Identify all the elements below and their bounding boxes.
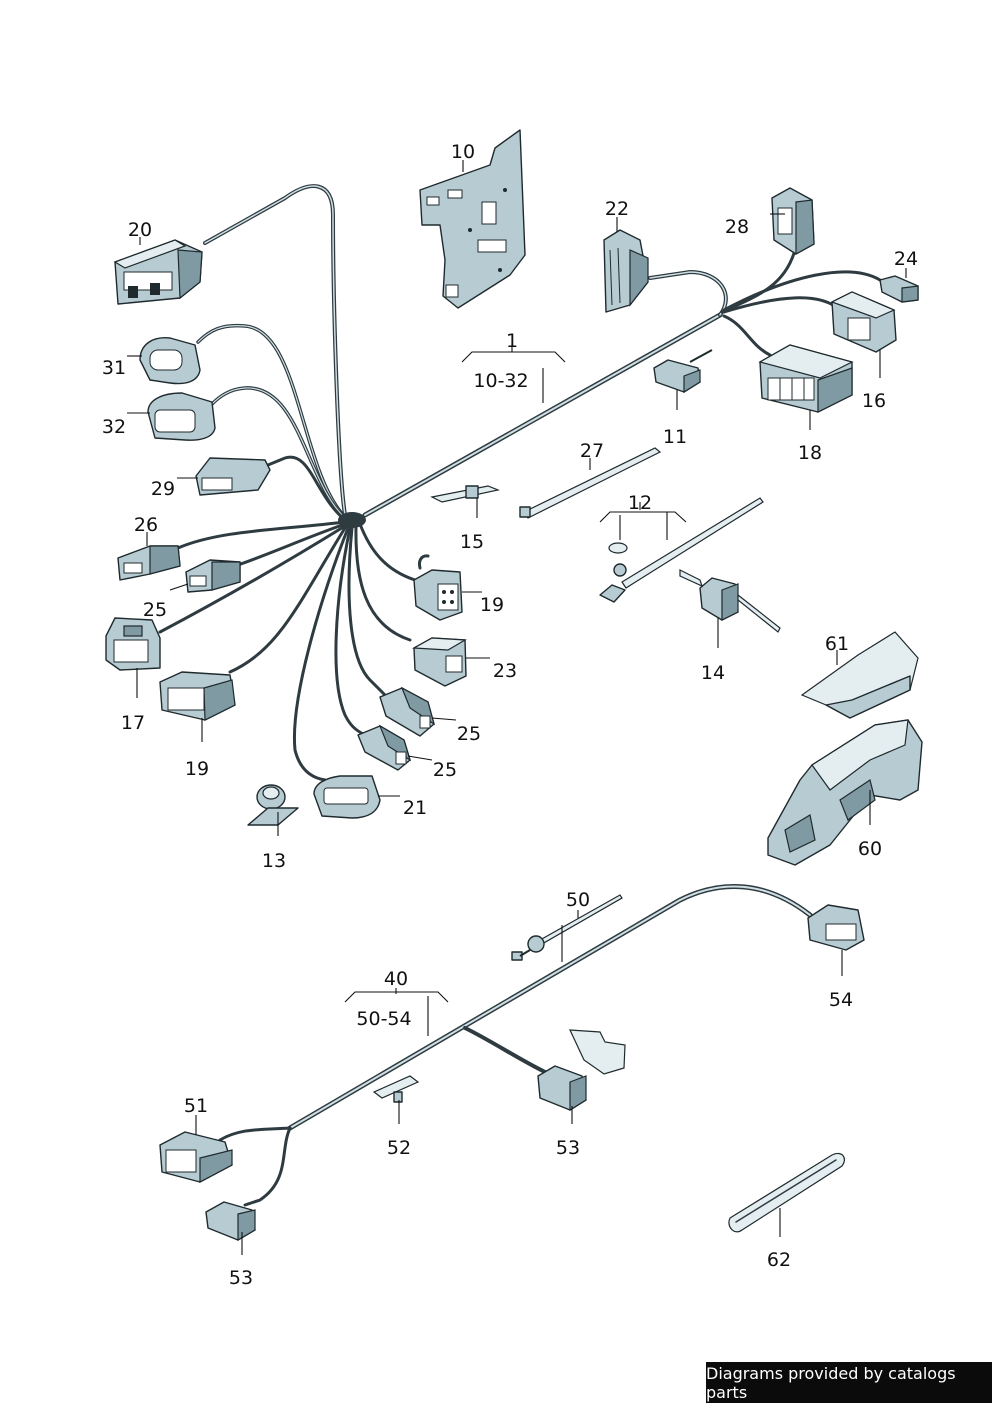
connector-31: [139, 337, 201, 385]
label-52: 52: [387, 1137, 411, 1159]
label-22: 22: [605, 198, 629, 220]
connector-26: [117, 545, 181, 581]
label-60: 60: [858, 838, 882, 860]
label-24: 24: [894, 248, 918, 270]
bracket-60: [767, 719, 923, 866]
label-51: 51: [184, 1095, 208, 1117]
label-25-mid: 25: [457, 723, 481, 745]
connector-19-left: [159, 671, 236, 721]
connector-17: [105, 617, 161, 671]
bracket-10: [419, 129, 526, 309]
label-54: 54: [829, 989, 853, 1011]
clip-52: [372, 1075, 420, 1103]
label-53-right: 53: [556, 1137, 580, 1159]
label-1-range: 10-32: [473, 370, 528, 392]
label-32: 32: [102, 416, 126, 438]
label-53-left: 53: [229, 1267, 253, 1289]
label-62: 62: [767, 1249, 791, 1271]
trim-strip-62: [728, 1152, 845, 1233]
label-12: 12: [628, 492, 652, 514]
label-61: 61: [825, 633, 849, 655]
label-28: 28: [725, 216, 749, 238]
label-11: 11: [663, 426, 687, 448]
holder-14: [679, 569, 781, 633]
connector-19-right: [413, 554, 463, 621]
label-25-left: 25: [143, 599, 167, 621]
callout-labels: 1 10-32 10 11 12 13 14 15 16 17 18 19 19…: [102, 141, 918, 1289]
connector-32: [147, 392, 216, 441]
label-19-right: 19: [480, 594, 504, 616]
label-17: 17: [121, 712, 145, 734]
clip-15: [430, 485, 501, 503]
connector-53-left: [205, 1201, 256, 1242]
connector-54: [807, 904, 865, 951]
label-26: 26: [134, 514, 158, 536]
label-27: 27: [580, 440, 604, 462]
cable-tie-12: [599, 497, 764, 603]
label-15: 15: [460, 531, 484, 553]
footer-credit: Diagrams provided by catalogs parts: [706, 1362, 992, 1403]
leader-lines: [127, 160, 907, 1255]
label-25-lower: 25: [433, 759, 457, 781]
label-40: 40: [384, 968, 408, 990]
cable-tie-50: [511, 894, 623, 961]
connector-53-right: [537, 1065, 587, 1112]
label-23: 23: [493, 660, 517, 682]
label-40-range: 50-54: [356, 1008, 411, 1030]
connector-22: [603, 229, 649, 313]
label-14: 14: [701, 662, 725, 684]
connector-28: [771, 187, 815, 256]
label-21: 21: [403, 797, 427, 819]
cable-tie-27: [519, 447, 662, 519]
harness-40-wires: [218, 884, 813, 1207]
connector-11: [653, 349, 713, 394]
connector-25-lower: [357, 724, 412, 771]
label-1: 1: [506, 330, 518, 352]
connector-21: [313, 775, 381, 819]
connector-25-mid: [379, 686, 436, 737]
connector-29: [195, 457, 271, 496]
label-19-left: 19: [185, 758, 209, 780]
label-10: 10: [451, 141, 475, 163]
connector-25-left: [185, 559, 241, 593]
connector-23: [411, 637, 467, 687]
connector-20: [113, 239, 203, 305]
label-13: 13: [262, 850, 286, 872]
label-31: 31: [102, 357, 126, 379]
connector-18: [758, 344, 854, 413]
connector-24: [879, 275, 919, 303]
label-16: 16: [862, 390, 886, 412]
label-50: 50: [566, 889, 590, 911]
connector-51: [159, 1131, 233, 1183]
label-29: 29: [151, 478, 175, 500]
harness-1-wires: [158, 184, 882, 782]
bracket-53-mount: [569, 1029, 626, 1075]
cover-61: [800, 631, 919, 719]
clip-13: [247, 784, 299, 826]
label-18: 18: [798, 442, 822, 464]
label-20: 20: [128, 219, 152, 241]
connector-16: [830, 291, 897, 353]
